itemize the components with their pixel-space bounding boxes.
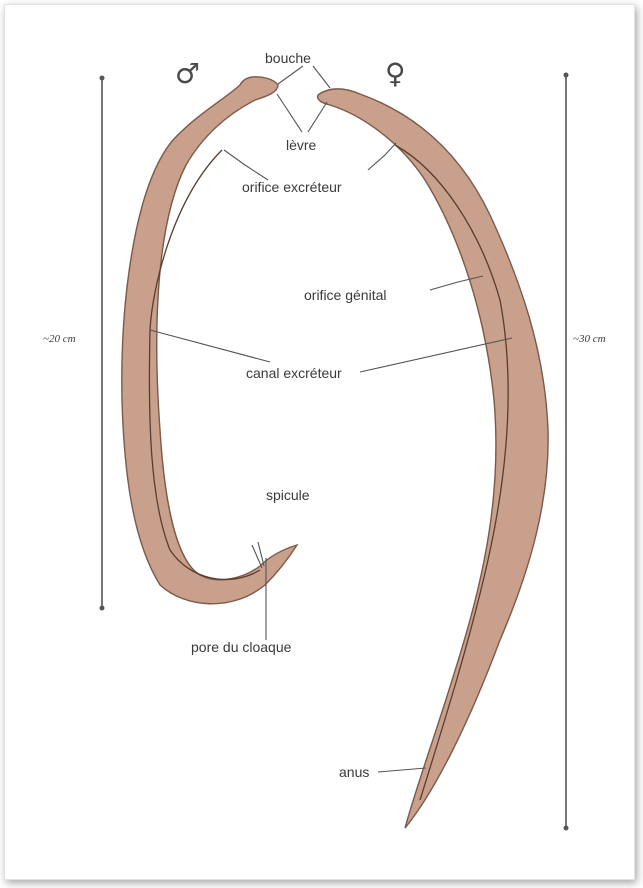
male-worm	[122, 77, 297, 604]
label-orifice-excreteur: orifice excréteur	[242, 179, 342, 195]
label-spicule: spicule	[266, 487, 310, 503]
male-scale-bar	[100, 76, 105, 611]
label-pore-du-cloaque: pore du cloaque	[191, 639, 292, 655]
female-worm	[318, 89, 549, 828]
label-bouche: bouche	[265, 50, 311, 66]
female-scale-bar	[564, 73, 569, 831]
label-canal-excreteur: canal excréteur	[246, 365, 342, 381]
male-symbol: ♂	[175, 57, 200, 90]
label-levre: lèvre	[286, 137, 317, 153]
male-length-label: ~20 cm	[43, 333, 76, 345]
label-orifice-genital: orifice génital	[304, 287, 387, 303]
female-symbol: ♀	[385, 57, 406, 90]
female-length-label: ~30 cm	[573, 333, 606, 345]
label-anus: anus	[339, 764, 369, 780]
